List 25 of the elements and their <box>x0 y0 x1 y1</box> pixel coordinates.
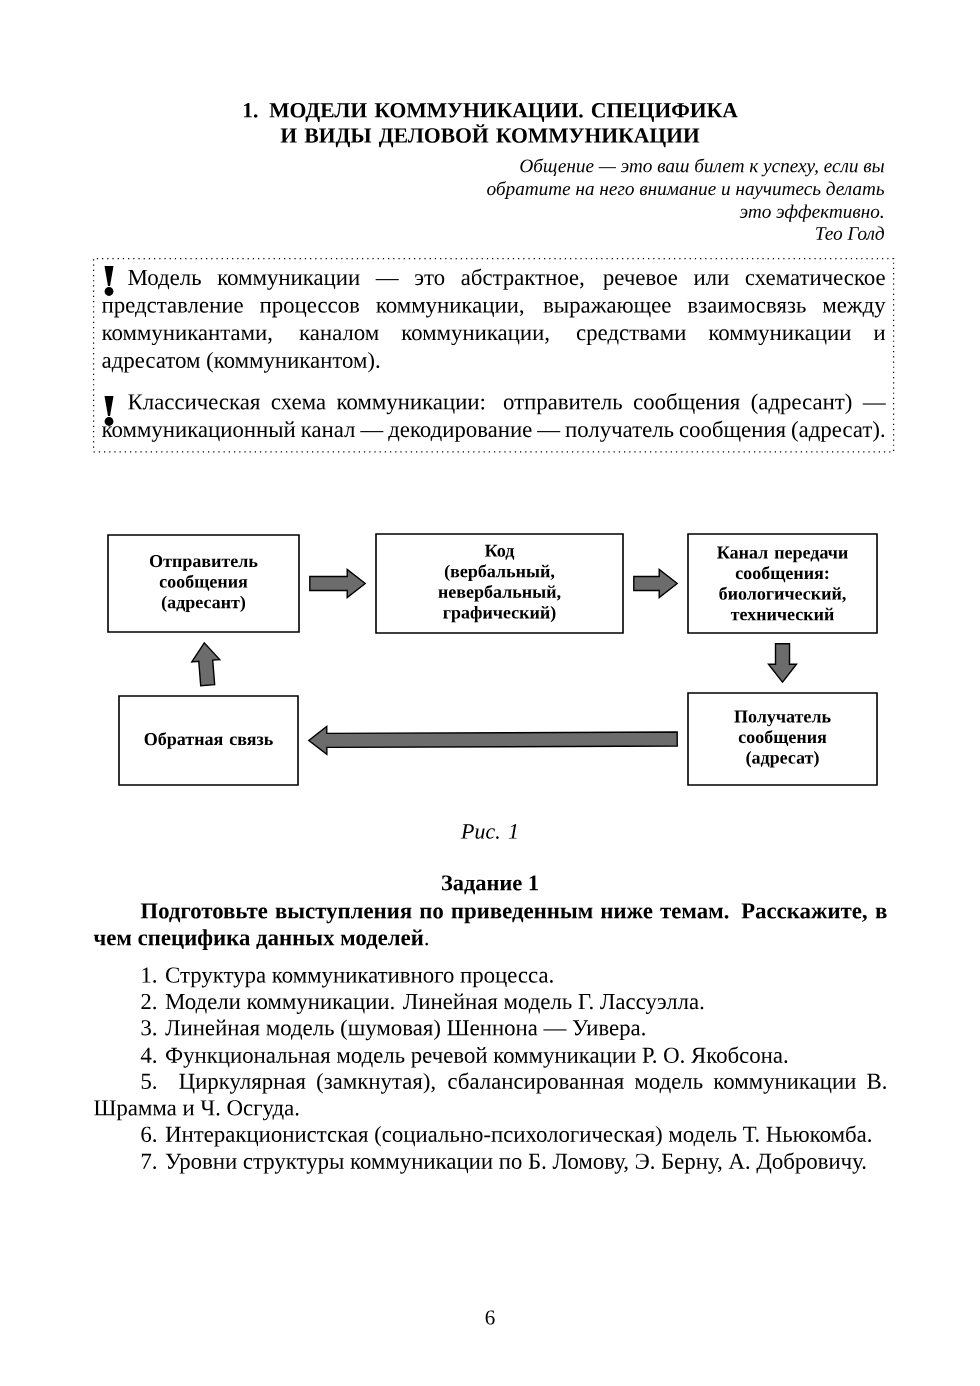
block-arrow <box>633 568 679 599</box>
list-item: 7. Уровни структуры коммуникации по Б. Ломову, Э. Берну, А. Добровичу. <box>141 1152 866 1174</box>
list-item: 2. Модели коммуникации. Линейная модель Г. Лассуэлла. <box>141 993 704 1014</box>
block-arrow <box>309 568 367 599</box>
block-arrow <box>190 641 222 687</box>
process-box: Код (вербальный, невербальный, графический) <box>375 533 624 634</box>
task-text: Подготовьте выступления по приведенным ниже темам. Расскажите, в чем специфика данных моделей. <box>93 903 887 950</box>
figure-caption: Рис. 1 <box>460 824 517 839</box>
block-arrow <box>307 724 678 756</box>
process-box: Отправитель сообщения (адресант) <box>107 534 300 633</box>
epigraph-author: Тео Голд <box>816 226 884 240</box>
definition-box: Модель коммуникации — это абстрактное, речевое или схематическое представление процессов коммуникации, выражающее взаимосвязь между коммуникантами, каналом коммуникации, средствами коммуникации и адресатом (коммуникантом). Классическая схема коммуникации: отправитель сообщения (адресант) — коммуникационный канал — декодирование — получатель сообщения (адресат). <box>93 258 895 453</box>
task-heading: Задание 1 <box>442 875 538 895</box>
list-item: 4. Функциональная модель речевой коммуникации Р. О. Якобсона. <box>140 1046 788 1068</box>
list-item: 6. Интеракционистская (социально-психологическая) модель Т. Ньюкомба. <box>141 1125 871 1147</box>
heading: 1. МОДЕЛИ КОММУНИКАЦИИ. СПЕЦИФИКА И ВИДЫ ДЕЛОВОЙ КОММУНИКАЦИИ <box>243 103 738 148</box>
process-box: Получатель сообщения (адресат) <box>687 692 878 786</box>
list-item: 5. Циркулярная (замкнутая), сбалансированная модель коммуникации В. Шрамма и Ч. Осгуда. <box>94 1072 886 1121</box>
process-box: Обратная связь <box>118 695 299 786</box>
page-number: 6 <box>485 1310 495 1325</box>
process-box: Канал передачи сообщения: биологический, технический <box>687 533 878 634</box>
epigraph: Общение — это ваш билет к успеху, если вы обратите на него внимание и научитесь делать это эффективно. <box>487 158 884 222</box>
list-item: 3. Линейная модель (шумовая) Шеннона — Уивера. <box>141 1019 645 1041</box>
block-arrow <box>767 643 798 684</box>
list-item: 1. Структура коммуникативного процесса. <box>142 967 553 988</box>
